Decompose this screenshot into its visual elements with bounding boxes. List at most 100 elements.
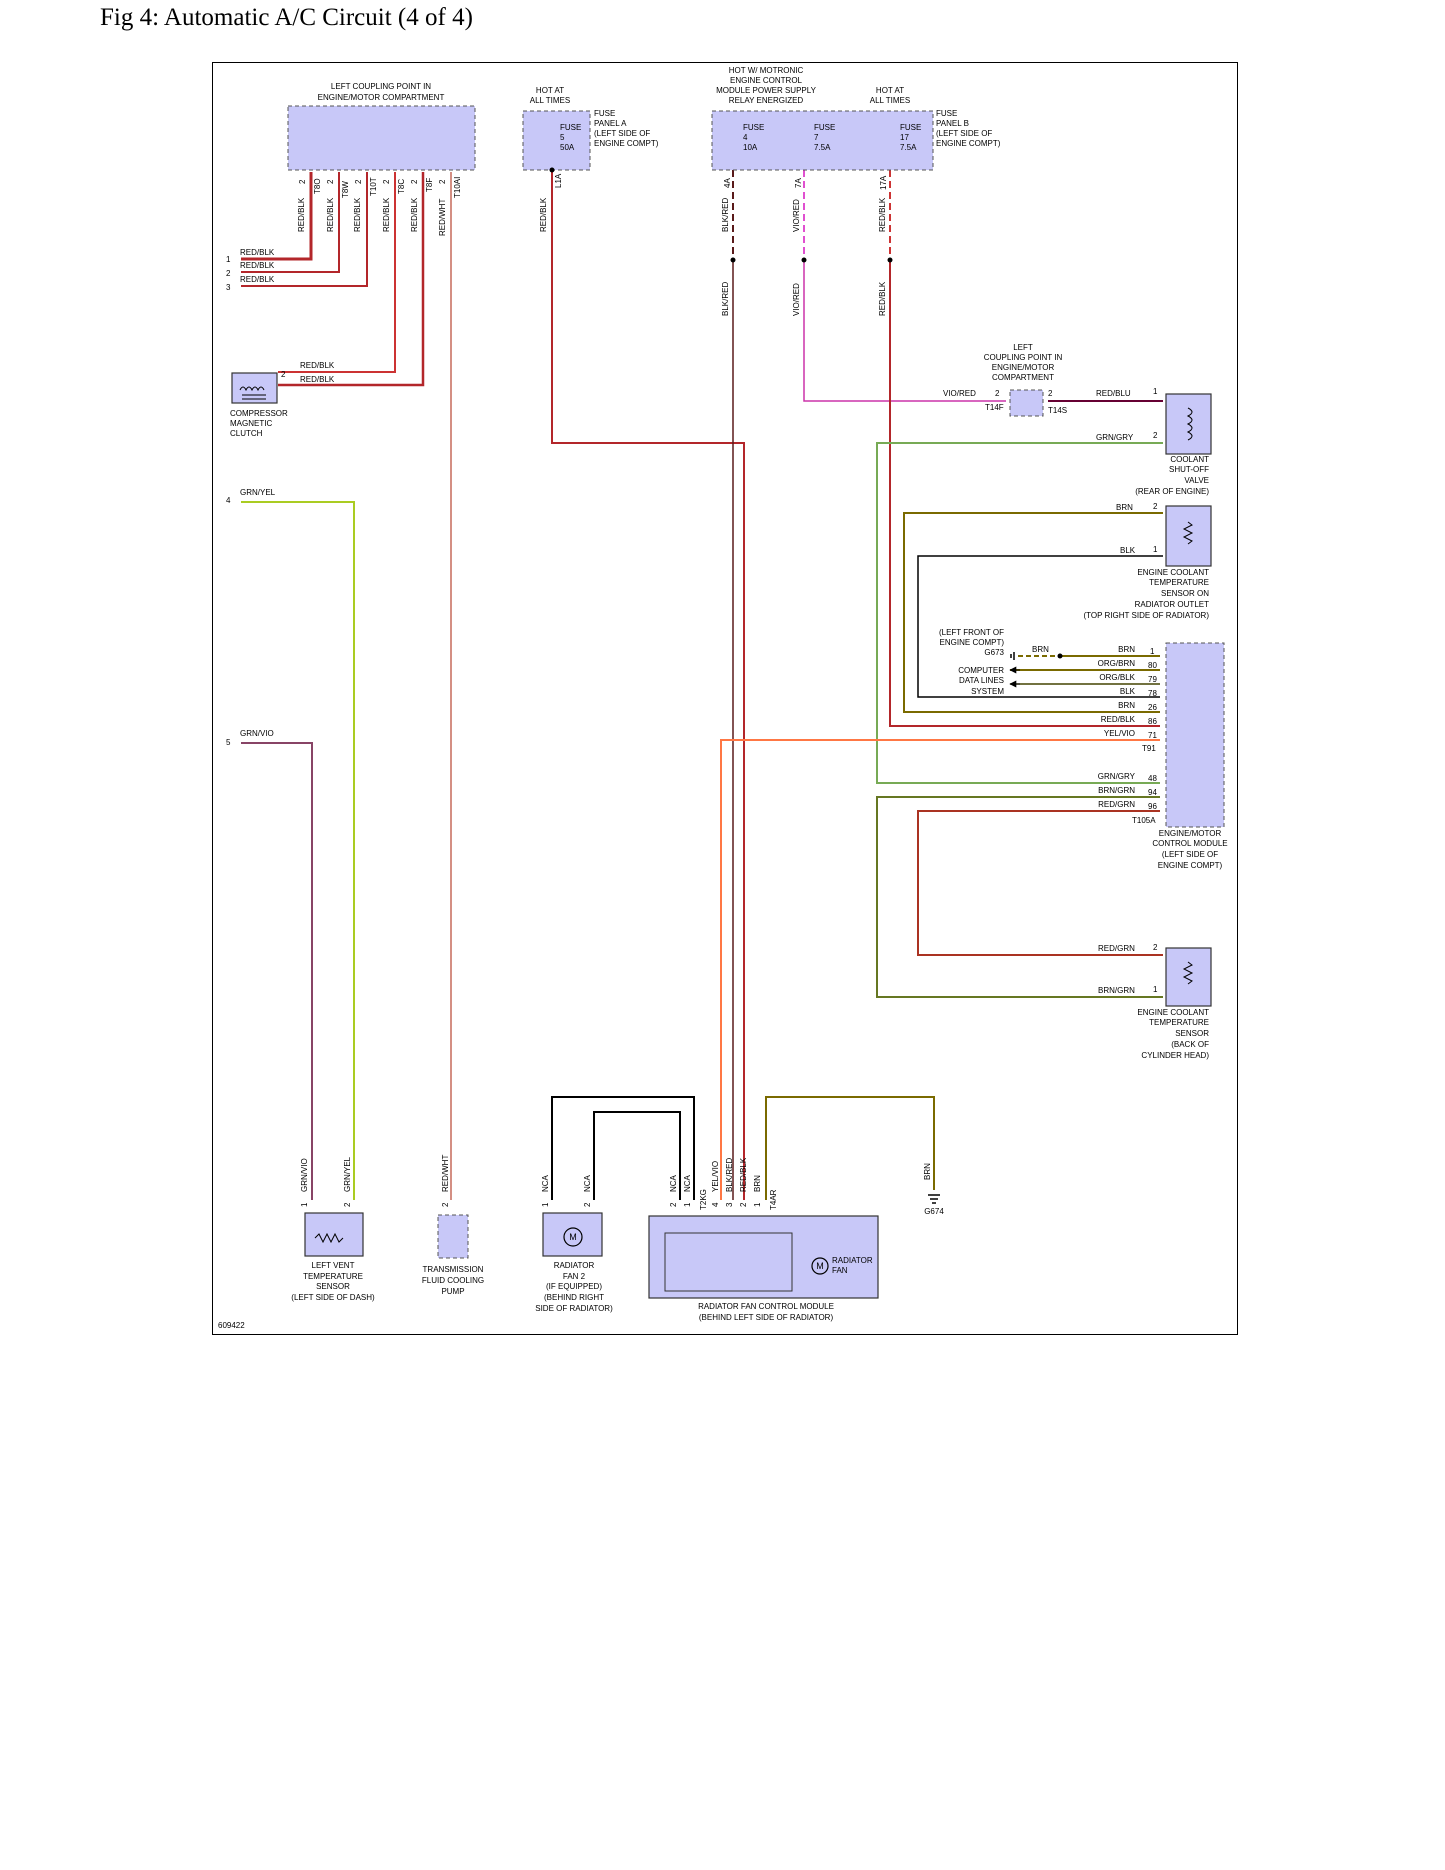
coupling-mid-box — [1009, 389, 1044, 417]
wire-red-blk-5 — [278, 172, 425, 387]
ect-rad-label: RADIATOR OUTLET — [1135, 600, 1209, 609]
wire-label: RED/BLK — [240, 248, 275, 257]
fan-module-label: RADIATOR FAN CONTROL MODULE — [698, 1302, 834, 1311]
pin-number: 78 — [1148, 689, 1157, 698]
data-lines-label: COMPUTER — [958, 666, 1004, 675]
figure-id: 609422 — [218, 1321, 245, 1330]
compressor-label: CLUTCH — [230, 429, 263, 438]
connector-label: T10AI — [453, 177, 462, 198]
radiator-fan-label: RADIATOR — [832, 1256, 873, 1265]
fan-module-inner — [664, 1232, 793, 1292]
wire-label: RED/BLK — [297, 197, 306, 232]
thermistor-icon — [1182, 961, 1194, 985]
wire-label: RED/BLK — [539, 197, 548, 232]
pin-number: 2 — [1153, 943, 1158, 952]
fan2-label: RADIATOR — [554, 1261, 595, 1270]
pin-number: 2 — [441, 1202, 450, 1207]
ect-head-label: TEMPERATURE — [1149, 1018, 1209, 1027]
pin-number: 2 — [438, 179, 447, 184]
vent-label: TEMPERATURE — [303, 1272, 363, 1281]
wire-label: BLK/RED — [721, 282, 730, 316]
vent-sensor-box — [304, 1212, 364, 1257]
fuse-17-label: 7.5A — [900, 143, 917, 152]
coupling-top-label: LEFT COUPLING POINT IN — [331, 82, 431, 91]
fuse-5-label: FUSE — [560, 123, 581, 132]
connector-label: 17A — [879, 175, 888, 190]
compressor-clutch — [231, 372, 278, 404]
splice-dot — [801, 257, 807, 263]
pin-number: 71 — [1148, 731, 1157, 740]
wire-label: BLK/RED — [725, 1158, 734, 1192]
fan2-label: (IF EQUIPPED) — [546, 1282, 602, 1291]
valve-label: (REAR OF ENGINE) — [1135, 487, 1209, 496]
motor-symbol: M — [816, 1261, 824, 1271]
splice-dot — [730, 257, 736, 263]
wire-group — [241, 112, 1163, 1200]
connector-label: T14S — [1048, 406, 1067, 415]
coil-icon — [1186, 407, 1193, 441]
coupling-top-label: ENGINE/MOTOR COMPARTMENT — [318, 93, 445, 102]
g673-label: ENGINE COMPT) — [940, 638, 1005, 647]
pin-number: 2 — [354, 179, 363, 184]
g673-label: G673 — [984, 648, 1004, 657]
wire-label: YEL/VIO — [1104, 729, 1135, 738]
wire-label: BLK — [1120, 687, 1136, 696]
wire-label: RED/BLK — [410, 197, 419, 232]
coupling-top-box — [287, 105, 476, 171]
wire-label: YEL/VIO — [711, 1161, 720, 1192]
fuse-panel-a-label: FUSE — [594, 109, 615, 118]
wire-label: RED/WHT — [441, 1155, 450, 1192]
wire-label: BLK/RED — [721, 198, 730, 232]
output-number: 5 — [226, 738, 231, 747]
wire-label: RED/BLK — [240, 261, 275, 270]
wire-brn-g674 — [765, 1096, 935, 1200]
ecm-label: (LEFT SIDE OF — [1162, 850, 1218, 859]
connector-label: 7A — [794, 178, 803, 188]
wire-label: BLK — [1120, 546, 1136, 555]
wire-nca-2 — [593, 1111, 681, 1200]
pin-number: 3 — [725, 1202, 734, 1207]
thermistor-icon — [314, 1232, 344, 1244]
pin-number: 2 — [583, 1202, 592, 1207]
fuse-7-label: FUSE — [814, 123, 835, 132]
ecm-label: ENGINE COMPT) — [1158, 861, 1223, 870]
pin-number: 1 — [1153, 985, 1158, 994]
ecm-box — [1165, 642, 1225, 828]
wire-grn-yel — [241, 501, 355, 1200]
fuse-7-label: 7 — [814, 133, 819, 142]
connector-label: T14F — [985, 403, 1004, 412]
pin-number: 2 — [298, 179, 307, 184]
connector-label: T2KG — [699, 1189, 708, 1210]
radiator-fan-label: FAN — [832, 1266, 848, 1275]
motor-icon — [811, 1257, 829, 1275]
fuse-5-label: 50A — [560, 143, 575, 152]
compressor-label: COMPRESSOR — [230, 409, 288, 418]
wire-label: RED/BLK — [326, 197, 335, 232]
diagram-frame — [212, 62, 1238, 1335]
wire-label: GRN/GRY — [1096, 433, 1134, 442]
pin-number: 1 — [300, 1202, 309, 1207]
wire-red-blk-17a — [889, 260, 1160, 727]
coupling-mid-label: COMPARTMENT — [992, 373, 1054, 382]
trans-label: FLUID COOLING — [422, 1276, 484, 1285]
coupling-mid-label: ENGINE/MOTOR — [992, 363, 1055, 372]
wire-label: RED/WHT — [438, 199, 447, 236]
vent-label: SENSOR — [316, 1282, 350, 1291]
hot-motronic-label: MODULE POWER SUPPLY — [716, 86, 817, 95]
output-number: 4 — [226, 496, 231, 505]
wire-label: ORG/BRN — [1098, 659, 1136, 668]
hot-motronic-label: ENGINE CONTROL — [730, 76, 803, 85]
wire-label: VIO/RED — [943, 389, 976, 398]
hot-a-label: HOT AT — [536, 86, 564, 95]
fuse-17-label: 17 — [900, 133, 909, 142]
wire-red-blk-1 — [241, 172, 313, 261]
pin-number: 2 — [1048, 389, 1053, 398]
pin-number: 1 — [683, 1202, 692, 1207]
ecm-label: CONTROL MODULE — [1152, 839, 1227, 848]
compressor-label: MAGNETIC — [230, 419, 272, 428]
wire-label: RED/BLK — [300, 375, 335, 384]
ground-icon — [1010, 652, 1015, 660]
connector-label: T8F — [425, 178, 434, 192]
ect-rad-label: TEMPERATURE — [1149, 578, 1209, 587]
connector-label: T8O — [313, 178, 322, 194]
